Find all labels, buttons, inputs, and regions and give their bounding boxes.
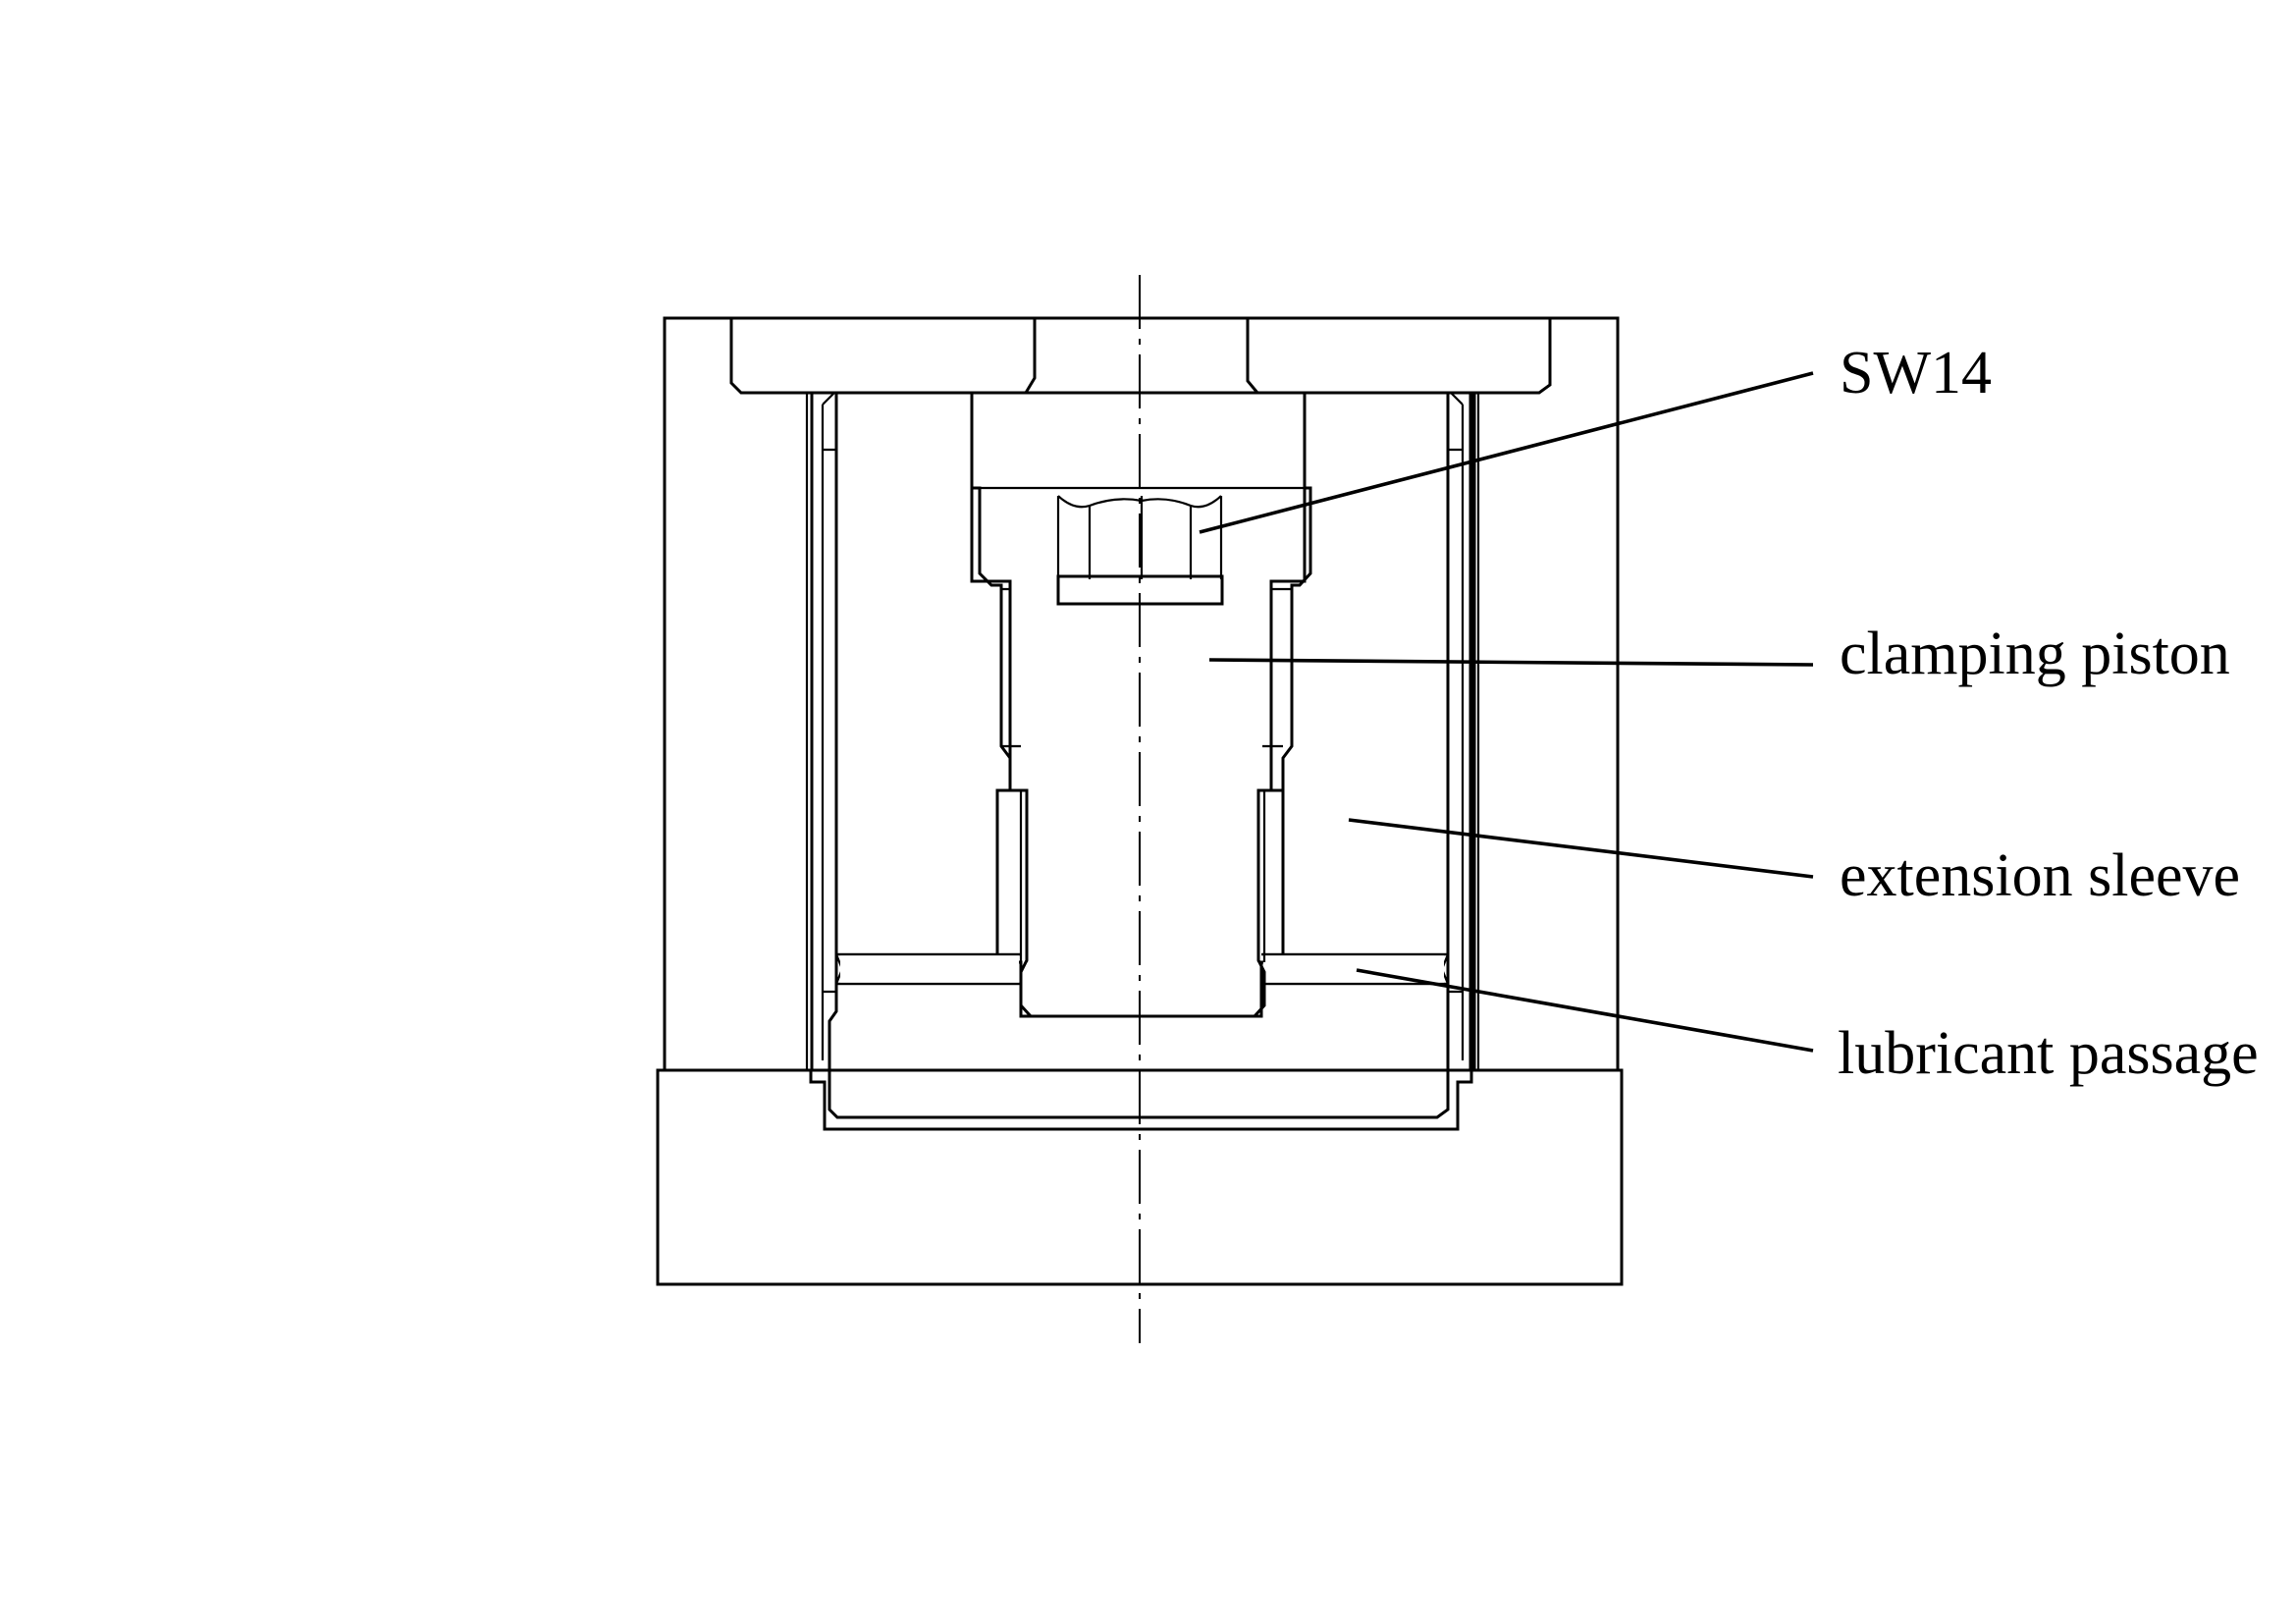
sleeve-liner <box>805 392 1480 1070</box>
leader-clamping-piston <box>1208 658 1814 667</box>
leader-extension-sleeve <box>1348 818 1814 879</box>
leader-lubricant-passage <box>1356 968 1814 1053</box>
hex-socket <box>1056 495 1223 579</box>
liner-strip-left <box>823 448 838 994</box>
label-sw14: SW14 <box>1840 340 1992 406</box>
cover-plate-left <box>729 316 1037 395</box>
liner-strip-right <box>1446 448 1463 994</box>
label-lubricant-passage: lubricant passage <box>1838 1020 2259 1087</box>
label-extension-sleeve: extension sleeve <box>1840 842 2240 909</box>
label-clamping-piston: clamping piston <box>1840 621 2230 687</box>
clamping-piston <box>970 391 1312 1018</box>
piston-head-shoulder <box>972 486 1310 962</box>
cover-plate-right <box>1246 316 1552 395</box>
leader-sw14 <box>1199 371 1814 534</box>
base-plate <box>656 1068 1624 1286</box>
